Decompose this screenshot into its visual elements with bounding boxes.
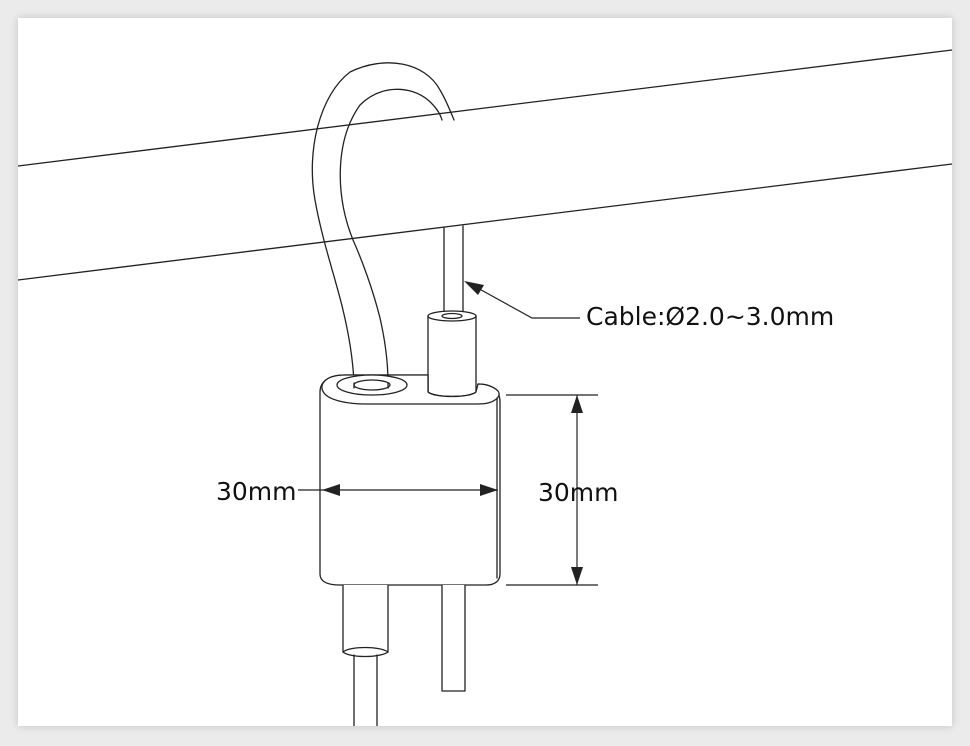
height-dimension xyxy=(506,394,598,586)
upper-sleeve xyxy=(427,315,477,398)
cable-leader xyxy=(464,281,580,319)
gripper-body xyxy=(319,310,501,586)
cable-spec-label: Cable:Ø2.0~3.0mm xyxy=(586,302,835,331)
body-shell xyxy=(319,374,501,586)
lower-sleeve xyxy=(342,584,389,658)
width-dimension xyxy=(298,484,498,496)
cable-loop xyxy=(311,62,464,384)
cable-hole-inner xyxy=(353,379,391,391)
rod-top-edge xyxy=(18,49,952,167)
rod xyxy=(18,49,952,281)
height-label: 30mm xyxy=(538,478,619,507)
lower-cables xyxy=(342,584,466,726)
cable-gripper-drawing xyxy=(18,49,952,726)
rod-bottom-edge xyxy=(18,163,952,281)
diagram-frame: Cable:Ø2.0~3.0mm 30mm 30mm xyxy=(18,18,952,726)
lower-cable-right xyxy=(441,584,466,692)
width-label: 30mm xyxy=(216,477,297,506)
